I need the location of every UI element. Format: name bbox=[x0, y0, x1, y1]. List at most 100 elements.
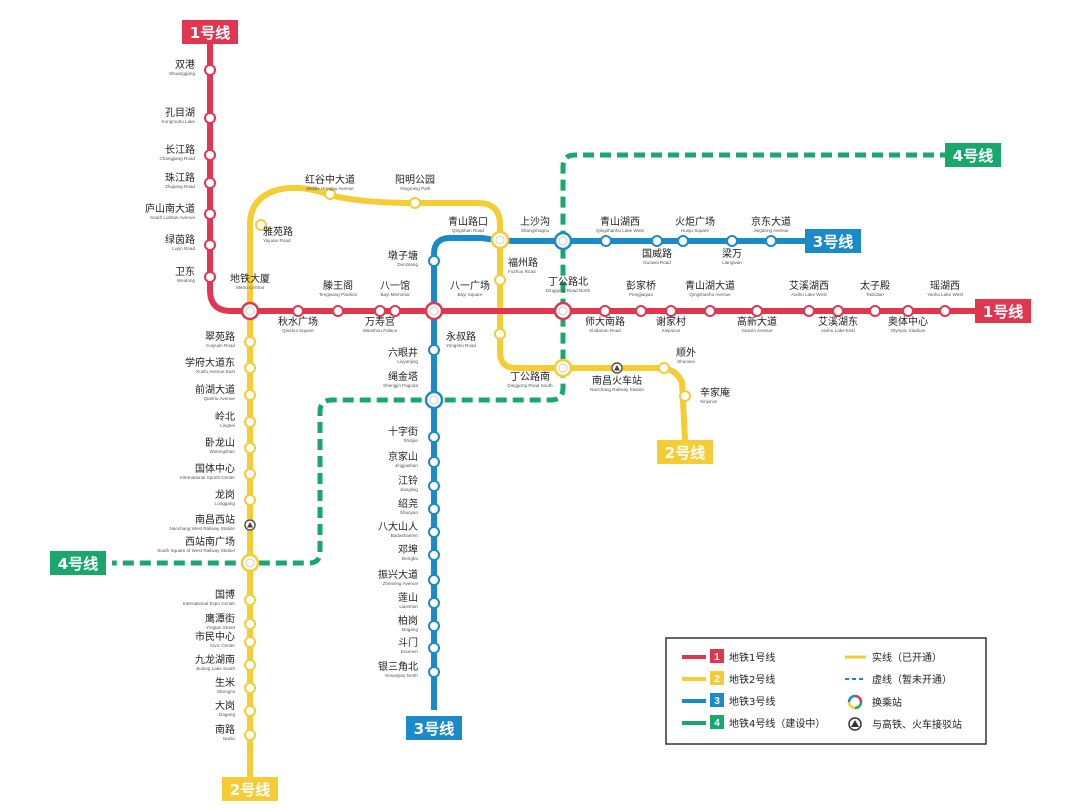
station-dot bbox=[244, 729, 256, 741]
station-name-en: Dunzitang bbox=[397, 262, 418, 267]
station-dot bbox=[679, 390, 691, 402]
station-name-en: Lvyin Road bbox=[172, 246, 195, 251]
station-name-en: Qingshanhu Lake West bbox=[596, 228, 644, 233]
svg-text:2号线: 2号线 bbox=[665, 444, 705, 462]
station-name-en: Changjiang Road bbox=[159, 156, 195, 161]
legend: 1 地铁1号线 2 地铁2号线 3 地铁3号线 4 地铁4号线（建设中） 实线（… bbox=[665, 637, 987, 745]
station-name: 丁公路北 bbox=[548, 275, 588, 288]
transfer-station-icon bbox=[553, 301, 573, 321]
station-dot bbox=[204, 177, 216, 189]
svg-text:虚线（暂未开通）: 虚线（暂未开通） bbox=[872, 673, 952, 686]
svg-text:4: 4 bbox=[714, 718, 720, 729]
station-name-en: Weidong bbox=[177, 278, 195, 283]
station-name-en: Olympic Stadium bbox=[891, 328, 926, 333]
station-dot bbox=[244, 416, 256, 428]
svg-text:1: 1 bbox=[714, 652, 720, 663]
station-dot bbox=[244, 705, 256, 717]
station-name: 京家山 bbox=[388, 450, 418, 463]
line-2 bbox=[247, 184, 688, 780]
badge-line3-right: 3号线 bbox=[805, 229, 861, 253]
station-name-en: Shaoyao bbox=[400, 510, 419, 515]
station-dot bbox=[832, 305, 844, 317]
station-name-en: Metro Central bbox=[236, 285, 264, 290]
station-name-en: Fuzhou Road bbox=[508, 269, 536, 274]
station-dot bbox=[244, 618, 256, 630]
station-name: 阳明公园 bbox=[395, 174, 435, 186]
station-name-en: Nanchang West Railway Station bbox=[169, 526, 235, 531]
station-dot bbox=[255, 219, 267, 231]
station-name-en: Zhenxing Avenue bbox=[383, 581, 419, 586]
